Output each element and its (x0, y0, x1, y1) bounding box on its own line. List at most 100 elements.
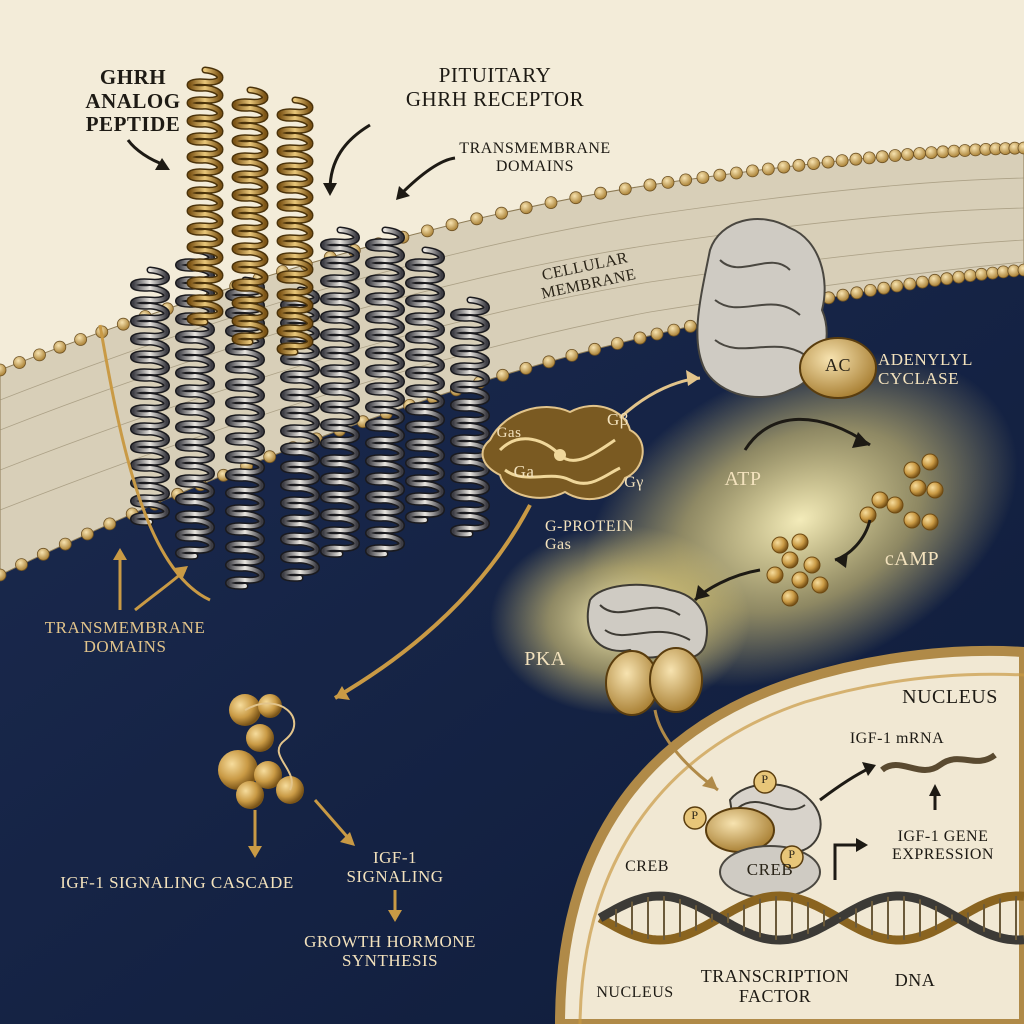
lipid-head (849, 152, 863, 166)
label-igf1-cascade: IGF-1 SIGNALING CASCADE (60, 873, 294, 892)
lipid-head (0, 568, 7, 582)
lipid-head (916, 275, 929, 289)
ac-domain (799, 337, 877, 399)
helix (233, 88, 267, 345)
lipid-head (913, 147, 926, 160)
g-protein (481, 404, 644, 501)
label-g-gamma: Gγ (624, 474, 644, 491)
helix (188, 68, 222, 325)
helix (451, 298, 489, 537)
camp-molecule (909, 479, 927, 497)
lipid-head (903, 277, 917, 291)
lipid-head (643, 178, 657, 192)
lipid-head (667, 323, 681, 337)
label-igf1-mrna: IGF-1 mRNA (849, 730, 945, 747)
lipid-head (875, 150, 889, 164)
lipid-head (925, 146, 938, 160)
label-p-2: P (761, 772, 769, 786)
label-p-3: P (788, 847, 796, 861)
pka-subunit-2 (649, 647, 703, 713)
lipid-head (730, 166, 743, 180)
lipid-head (679, 173, 693, 187)
lipid-head (958, 144, 972, 157)
camp-molecule (903, 461, 921, 479)
ghrh-analog-peptide (186, 66, 314, 356)
lipid-head (746, 164, 759, 178)
camp-molecule (921, 513, 939, 531)
lipid-head (888, 149, 902, 162)
lipid-head (650, 327, 664, 341)
camp-molecule (781, 551, 799, 569)
label-nucleus-bottom: NUCLEUS (596, 984, 674, 1001)
lipid-head (684, 319, 697, 333)
lipid-head (901, 148, 914, 161)
camp-molecule (781, 589, 799, 607)
label-gas-top: Gas (496, 425, 522, 441)
label-p-1: P (691, 808, 699, 822)
igf1-cascade-protein (218, 694, 304, 809)
label-creb-left: CREB (625, 858, 669, 875)
lipid-head (0, 363, 7, 377)
lipid-head (947, 144, 961, 158)
lipid-head (495, 206, 508, 220)
camp-molecules (766, 453, 944, 607)
lipid-head (569, 191, 583, 205)
lipid-head (588, 342, 602, 356)
lipid-head (15, 558, 28, 571)
lipid-head (633, 331, 647, 345)
lipid-head (807, 157, 820, 171)
lipid-head (445, 218, 459, 232)
lipid-head (835, 154, 849, 168)
dna-double-helix (597, 891, 1024, 945)
lipid-head (1017, 263, 1024, 277)
lipid-head (821, 155, 835, 169)
label-dna: DNA (894, 970, 936, 990)
camp-molecule (803, 556, 821, 574)
igf1-mrna-strand (880, 752, 997, 773)
lipid-head (963, 269, 977, 283)
lipid-head (661, 175, 675, 189)
lipid-head (53, 340, 67, 354)
arrow-tm-top-pointer (398, 156, 456, 197)
arrow-atp-to-camp (743, 417, 871, 451)
label-atp: ATP (724, 468, 762, 490)
ghrh-receptor (130, 226, 490, 590)
helix (366, 228, 404, 557)
lipid-head (103, 517, 117, 531)
camp-molecule (766, 566, 784, 584)
phosphate-2 (753, 770, 777, 794)
lipid-head (13, 356, 26, 369)
lipid-head (975, 267, 988, 281)
camp-molecule (886, 496, 904, 514)
lipid-head (420, 224, 434, 238)
label-creb-center: CREB (746, 860, 794, 879)
lipid-head (936, 145, 950, 159)
label-camp: cAMP (884, 548, 940, 570)
lipid-head (618, 182, 632, 196)
helix (321, 228, 359, 557)
lipid-head (986, 266, 999, 280)
helix (176, 248, 214, 559)
pka (586, 583, 708, 716)
arrow-gprotein-to-cascade (333, 504, 532, 700)
lipid-head (952, 270, 966, 284)
lipid-head (263, 450, 277, 464)
lipid-head (594, 186, 607, 200)
arrowheads (113, 158, 941, 922)
label-g-alpha: Ga (513, 462, 535, 481)
lipid-head (940, 272, 954, 286)
helix (226, 278, 264, 589)
arrow-cascade-to-signaling (313, 799, 352, 841)
lipid-head (33, 348, 46, 362)
nucleus-inner-envelope (578, 672, 1024, 1024)
camp-molecule (791, 533, 809, 551)
camp-molecule (921, 453, 939, 471)
lipid-head (81, 527, 94, 541)
lipid-head (713, 168, 727, 182)
